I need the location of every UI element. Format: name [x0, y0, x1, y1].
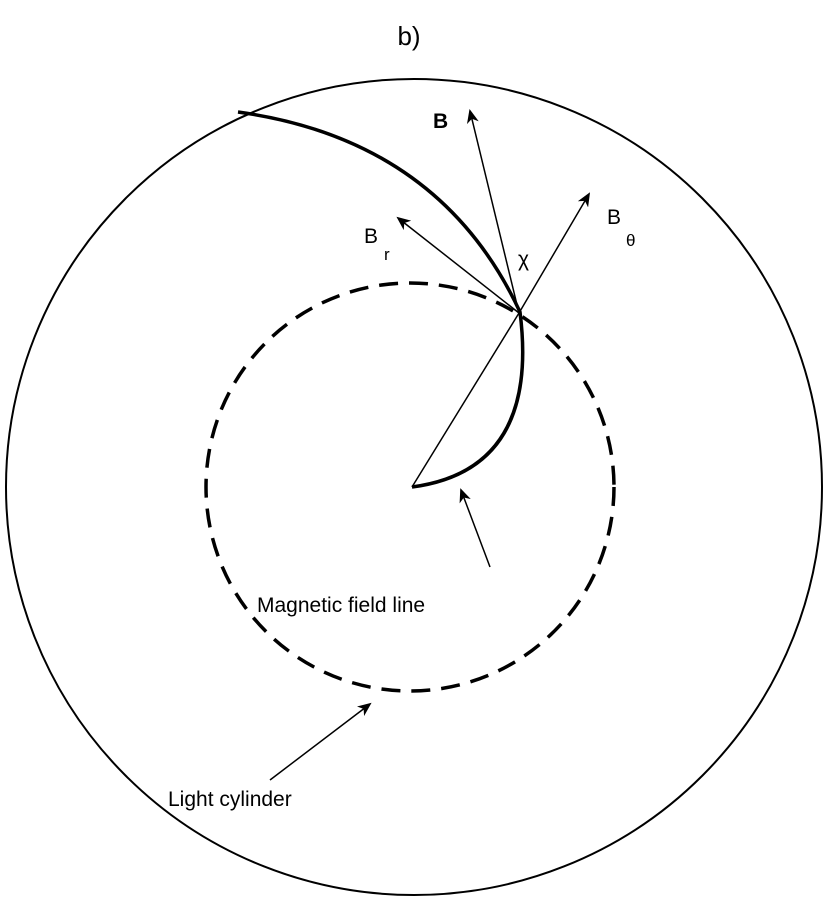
label-Br-sub: r: [384, 245, 390, 264]
label-Br: B: [364, 225, 378, 248]
panel-label: b): [397, 21, 420, 51]
magnetic-field-line-curve: [237, 110, 525, 489]
label-Btheta-sub: θ: [626, 231, 635, 250]
label-Br-main: B: [364, 225, 378, 248]
label-magnetic-field-line: Magnetic field line: [257, 594, 425, 617]
light-cylinder-pointer-arrow: [269, 702, 372, 781]
b-field-arrow: [466, 109, 520, 314]
light-cylinder-circle: [204, 281, 616, 693]
label-Btheta: B: [607, 206, 621, 229]
radial-line: [411, 312, 520, 488]
field-line-pointer-arrow: [459, 488, 491, 568]
b-theta-arrow: [518, 192, 591, 314]
outer-boundary-circle: [5, 78, 823, 896]
label-Btheta-main: B: [607, 206, 621, 229]
label-B: B: [433, 110, 448, 133]
label-chi: χ: [518, 248, 529, 271]
label-light-cylinder: Light cylinder: [168, 788, 292, 811]
b-r-arrow: [396, 216, 520, 314]
